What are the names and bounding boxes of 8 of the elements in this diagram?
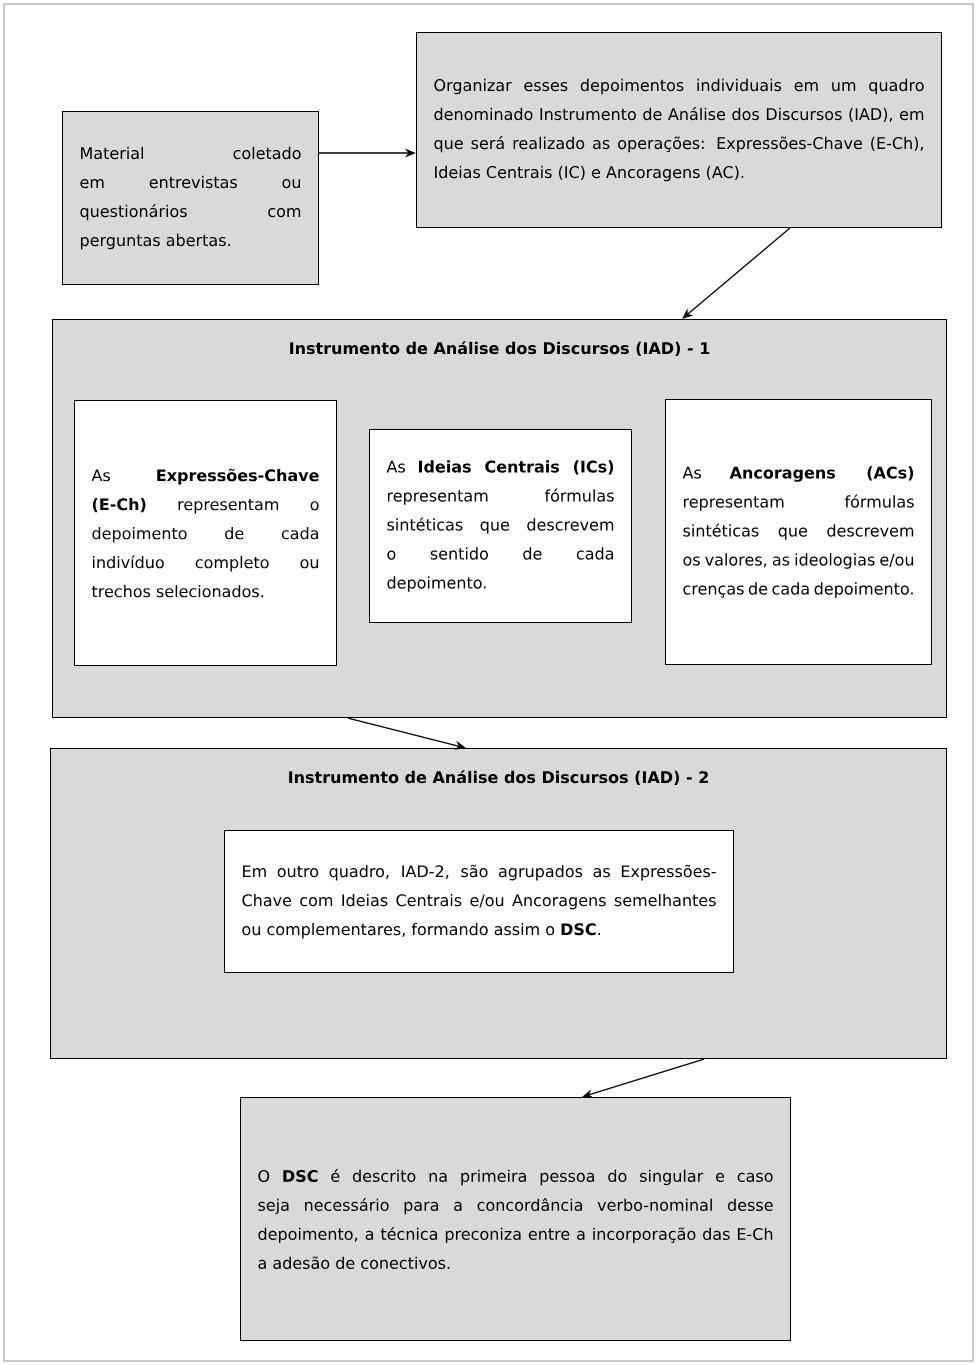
text-box: Em outro quadro, IAD-2, são agrupados as Expressões-Chave com Ideias Centrais e/ou Ancoragens semelhantes ou complementares, formando assim o DSC. bbox=[224, 830, 734, 973]
text-box: As Ancoragens (ACs) representam fórmulas sintéticas que descrevem os valores, as ideologias e/ou crenças de cada depoimento. bbox=[665, 399, 932, 665]
text-box: As Ideias Centrais (ICs) representam fórmulas sintéticas que descrevem o sentido de cada depoimento. bbox=[369, 429, 632, 623]
text-box: As Expressões-Chave (E-Ch) representam o depoimento de cada indivíduo completo ou trechos selecionados. bbox=[74, 400, 337, 666]
process-box: Organizar esses depoimentos individuais em um quadro denominado Instrumento de Análise dos Discursos (IAD), em que será realizado as operações: Expressões-Chave (E-Ch), Ideias Centrais (IC) e Ancoragens (AC). bbox=[416, 32, 942, 228]
process-box: Material coletado em entrevistas ou questionários com perguntas abertas. bbox=[62, 111, 319, 285]
arrow bbox=[682, 227, 791, 319]
process-box: O DSC é descrito na primeira pessoa do singular e caso seja necessário para a concordância verbo-nominal desse depoimento, a técnica preconiza entre a incorporação das E-Ch a adesão de conectivos. bbox=[240, 1097, 791, 1341]
